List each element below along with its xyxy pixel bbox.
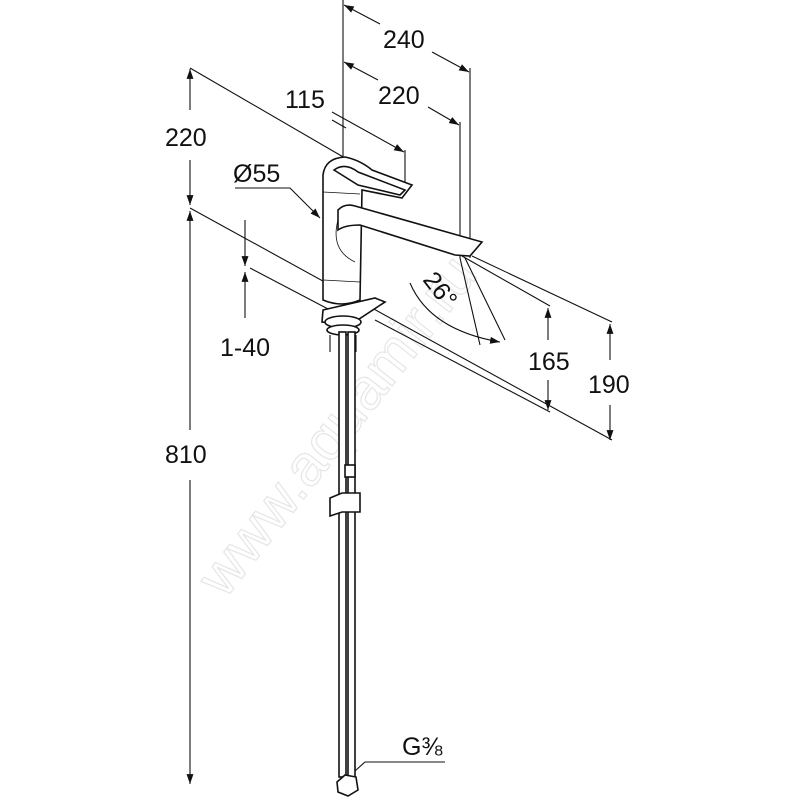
dimension-arrows (186, 4, 614, 784)
label-handle-length: 115 (285, 86, 325, 114)
label-spout-height: 165 (528, 348, 570, 376)
label-reach-total: 240 (383, 26, 425, 54)
label-body-diameter: Ø55 (233, 160, 280, 188)
label-height-above: 220 (165, 124, 207, 152)
extension-lines (189, 0, 613, 441)
faucet (321, 156, 484, 352)
label-deck-thickness: 1-40 (220, 334, 270, 362)
label-hose-length: 810 (165, 441, 207, 469)
label-reach-spout: 220 (378, 82, 420, 110)
label-total-height-front: 190 (588, 371, 630, 399)
label-connection: G⅜ (402, 733, 442, 761)
supply-hoses (329, 331, 361, 797)
